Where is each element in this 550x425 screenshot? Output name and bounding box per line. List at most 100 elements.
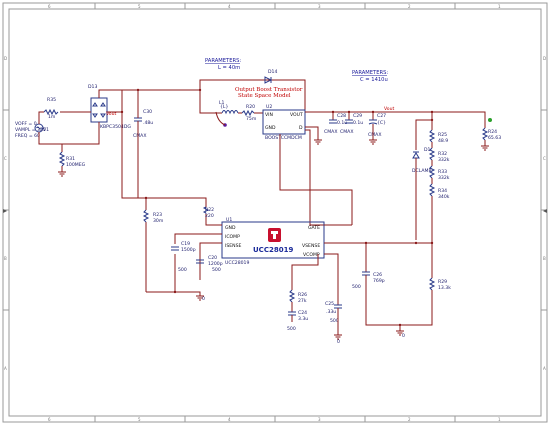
note-line: Output Boost Transistor — [235, 87, 303, 93]
ref-designator: L1 — [219, 100, 225, 106]
ref-designator: D1 — [424, 147, 431, 153]
source-param: FREQ = 60 — [15, 133, 40, 139]
ref-designator: R29 — [438, 279, 447, 285]
ref-designator: D14 — [268, 69, 277, 75]
resistor-r22: R22 220 — [202, 206, 214, 219]
ref-designator: C27 — [377, 113, 386, 119]
pin-label: ICOMP — [225, 234, 240, 240]
ref-designator: C30 — [143, 109, 152, 115]
ref-designator: U1 — [226, 217, 232, 223]
ref-designator: C19 — [181, 241, 190, 247]
part-number: UCC28019 — [225, 260, 249, 266]
bridge-rectifier-d13: D13 KBPC3504DG — [88, 84, 131, 130]
row-label: D — [543, 56, 546, 61]
main-bus-wires — [121, 79, 306, 199]
capacitor-c30: C30 .48u CMAX — [133, 109, 153, 139]
voltage-label: 500 — [178, 267, 187, 273]
component-value: 75m — [246, 116, 257, 122]
col-label: 3 — [318, 4, 321, 9]
part-number: DCLAMP — [412, 168, 432, 174]
ground-symbol: 0 — [196, 295, 205, 302]
ref-designator: V1 — [43, 127, 49, 133]
component-value: 30m — [153, 218, 164, 224]
voltage-label: 500 — [330, 318, 339, 324]
pin-label: ISENSE — [225, 243, 242, 249]
input-source-v1: VOFF = 0 VAMPL = 325 FREQ = 60 V1 — [15, 121, 49, 139]
net-label: 0 — [202, 296, 205, 302]
ground-symbol — [58, 171, 66, 177]
source-param: VAMPL = 325 — [15, 127, 46, 133]
pin-label: D — [299, 125, 303, 131]
col-label: 6 — [48, 417, 51, 422]
controller-u1: U1 GND ICOMP ISENSE GATE VSENSE VCOMP UC… — [221, 217, 325, 266]
col-label: 3 — [318, 417, 321, 422]
row-label: B — [4, 256, 7, 261]
ref-designator: C29 — [353, 113, 362, 119]
ref-designator: C26 — [373, 272, 382, 278]
resistor-r20: R20 75m — [238, 104, 263, 122]
parameters-title: PARAMETERS: — [205, 58, 241, 64]
note-line: State Space Model — [238, 93, 291, 99]
frame-ruler-labels: 6 5 4 3 2 1 6 5 4 3 2 1 D C B A D C B A — [4, 4, 546, 422]
row-label: C — [543, 156, 546, 161]
ref-designator: R34 — [438, 188, 447, 194]
diode-d14: D14 — [264, 69, 277, 84]
parameters-block-l: PARAMETERS: L = 40m — [205, 58, 241, 71]
component-value: 220 — [205, 213, 214, 219]
pin-label: VIN — [265, 112, 273, 118]
col-label: 4 — [228, 4, 231, 9]
model-label: CMAX — [340, 129, 353, 135]
pin-label: VOUT — [290, 112, 303, 118]
component-value: 1m — [48, 114, 56, 120]
model-label: CMAX — [133, 133, 146, 139]
controller-wires — [145, 197, 432, 326]
capacitor-c27: C27 {C} CMAX — [368, 112, 386, 145]
ref-designator: R35 — [47, 97, 56, 103]
inductor-l1: L1 {L} — [215, 100, 239, 127]
col-label: 4 — [228, 417, 231, 422]
component-value: 27k — [298, 298, 307, 304]
chip-label: UCC28019 — [253, 246, 293, 254]
ref-designator: R25 — [438, 132, 447, 138]
col-label: 2 — [408, 4, 411, 9]
row-label: A — [543, 366, 546, 371]
component-value: 48.9 — [438, 138, 448, 144]
ti-logo — [268, 228, 281, 242]
resistor-r31: R31 100MEG — [58, 151, 86, 168]
ground-symbol — [314, 139, 322, 145]
component-value: 1200p — [208, 261, 223, 267]
parameter-value: C = 1410u — [360, 77, 388, 83]
component-value: 340k — [438, 194, 450, 200]
source-param: VOFF = 0 — [15, 121, 37, 127]
row-label: D — [4, 56, 7, 61]
model-label: CMAX — [324, 129, 337, 135]
net-label: 0 — [402, 333, 405, 339]
component-value: 1500p — [181, 247, 196, 253]
ref-designator: R20 — [246, 104, 255, 110]
ref-designator: D13 — [88, 84, 97, 90]
part-number: BOOSTCCMDCM — [265, 135, 302, 141]
parameters-title: PARAMETERS: — [352, 70, 388, 76]
pin-label: VCOMP — [303, 252, 320, 258]
boost-model-note: Output Boost Transistor State Space Mode… — [235, 87, 303, 99]
row-label: A — [4, 366, 7, 371]
component-value: 13.3k — [438, 285, 451, 291]
component-value: 332k — [438, 157, 450, 163]
component-value: 332k — [438, 175, 450, 181]
component-value: 0.1u — [337, 120, 347, 126]
component-value: .48u — [143, 120, 153, 126]
component-value: .33u — [326, 309, 336, 315]
ref-designator: R33 — [438, 169, 447, 175]
component-value: 3.3u — [298, 316, 308, 322]
row-label: B — [543, 256, 546, 261]
voltage-label: 500 — [287, 326, 296, 332]
boost-model-u2: U2 VIN VOUT GND D BOOSTCCMDCM — [262, 104, 306, 141]
component-value: 65.63 — [488, 135, 501, 141]
ref-designator: C25 — [325, 301, 334, 307]
vout-bus — [279, 111, 470, 226]
capacitor-c28: C28 0.1u CMAX — [324, 112, 347, 135]
component-value: 100MEG — [66, 162, 86, 168]
net-label-vout: Vout — [384, 106, 395, 112]
